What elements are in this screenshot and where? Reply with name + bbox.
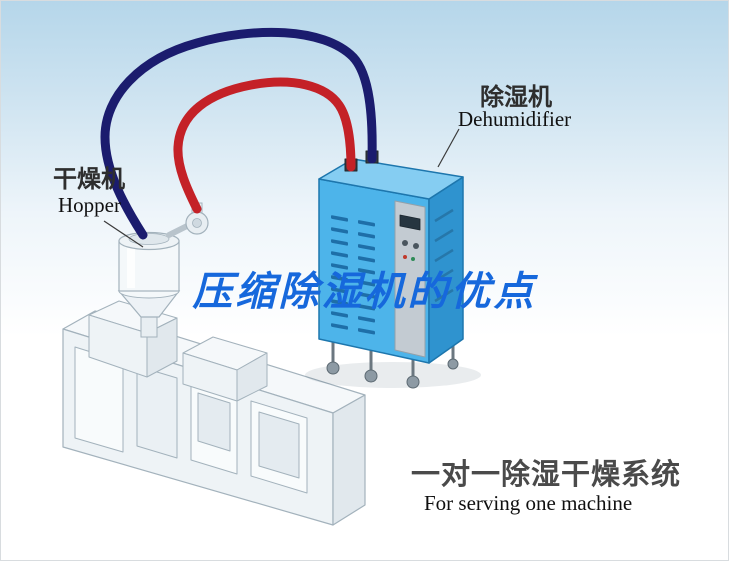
control-panel-display [399, 214, 421, 231]
dehumidifier-label-cn: 除湿机 [480, 84, 552, 111]
control-knob [402, 240, 408, 246]
machine-panel-window-inner [197, 392, 231, 452]
machine-panel [136, 365, 178, 459]
red-supply-hose [173, 77, 356, 214]
dehumidifier-shadow [305, 362, 481, 388]
system-label-cn: 一对一除湿干燥系统 [411, 459, 682, 491]
dryer-label-cn: 干燥机 [53, 166, 125, 193]
vent-grid [331, 215, 375, 335]
machine-side-face [332, 394, 366, 526]
machine-panel-large-inner [258, 411, 300, 479]
hopper [117, 202, 209, 338]
caster-wheels [326, 342, 459, 389]
hopper-body-highlight [127, 244, 135, 288]
system-label-en: For serving one machine [424, 491, 633, 515]
dryer-label-en: Hopper [58, 193, 121, 217]
dehumidifier-pointer-line [437, 128, 460, 168]
extruder-machine [62, 300, 366, 526]
control-indicator [403, 255, 407, 259]
blower-unit [166, 202, 209, 238]
machine-topbox-side [236, 352, 268, 402]
control-indicator [411, 257, 415, 261]
side-vent-lines [434, 208, 454, 303]
dehumidifier-label-en: Dehumidifier [458, 107, 572, 131]
hopper-neck [140, 314, 158, 338]
page-title: 压缩除湿机的优点 [192, 270, 537, 314]
blue-return-hose [100, 27, 377, 240]
hopper-pointer-line [103, 220, 144, 248]
control-knob [413, 243, 419, 249]
control-panel [394, 200, 426, 358]
hopper-lid-inner [128, 233, 170, 245]
